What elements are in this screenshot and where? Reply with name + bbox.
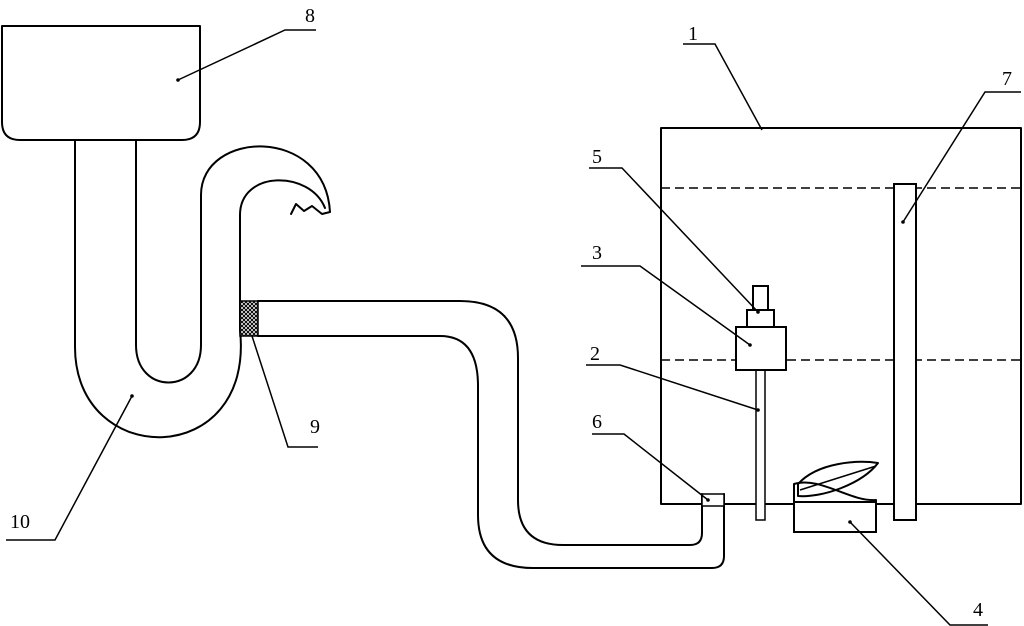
- rod-top: [752, 285, 769, 311]
- valve-body-4: [793, 501, 877, 533]
- leader-2: [586, 364, 759, 411]
- leader-dots: [130, 78, 905, 524]
- leader-9: [251, 335, 318, 448]
- inlet-fitting-6: [701, 493, 725, 507]
- float-block-3: [735, 326, 787, 371]
- valve-flap-4: [797, 460, 879, 498]
- label-3: 3: [592, 242, 602, 264]
- label-9: 9: [310, 416, 320, 438]
- vertical-rod-2: [755, 369, 766, 521]
- mesh-filter-9: [239, 300, 259, 337]
- leader-lines: [6, 29, 1021, 626]
- leader-5: [589, 167, 759, 313]
- reservoir-8: [1, 25, 201, 141]
- leader-6: [592, 433, 709, 501]
- leader-3: [581, 265, 751, 346]
- leader-1: [683, 43, 763, 131]
- valve-seat-4: [793, 481, 877, 503]
- siphon-tube-10-inner: [135, 139, 331, 384]
- tank-1: [660, 127, 1022, 505]
- adjusting-nut-5: [746, 309, 775, 328]
- leader-4: [849, 521, 988, 626]
- leader-10: [6, 395, 133, 541]
- siphon-torn-end: [290, 203, 331, 215]
- label-2: 2: [590, 343, 600, 365]
- leader-8: [177, 29, 316, 81]
- label-4: 4: [973, 599, 983, 621]
- label-8: 8: [305, 5, 315, 27]
- label-5: 5: [592, 146, 602, 168]
- connecting-hose-top: [257, 300, 703, 546]
- label-10: 10: [10, 511, 30, 533]
- level-gauge-7: [893, 183, 917, 521]
- label-1: 1: [688, 23, 698, 45]
- valve-flap-crease: [799, 465, 877, 491]
- siphon-tube-10: [74, 139, 326, 439]
- leader-7: [902, 91, 1021, 223]
- label-7: 7: [1002, 68, 1012, 90]
- connecting-hose-bottom: [257, 335, 725, 569]
- label-6: 6: [592, 411, 602, 433]
